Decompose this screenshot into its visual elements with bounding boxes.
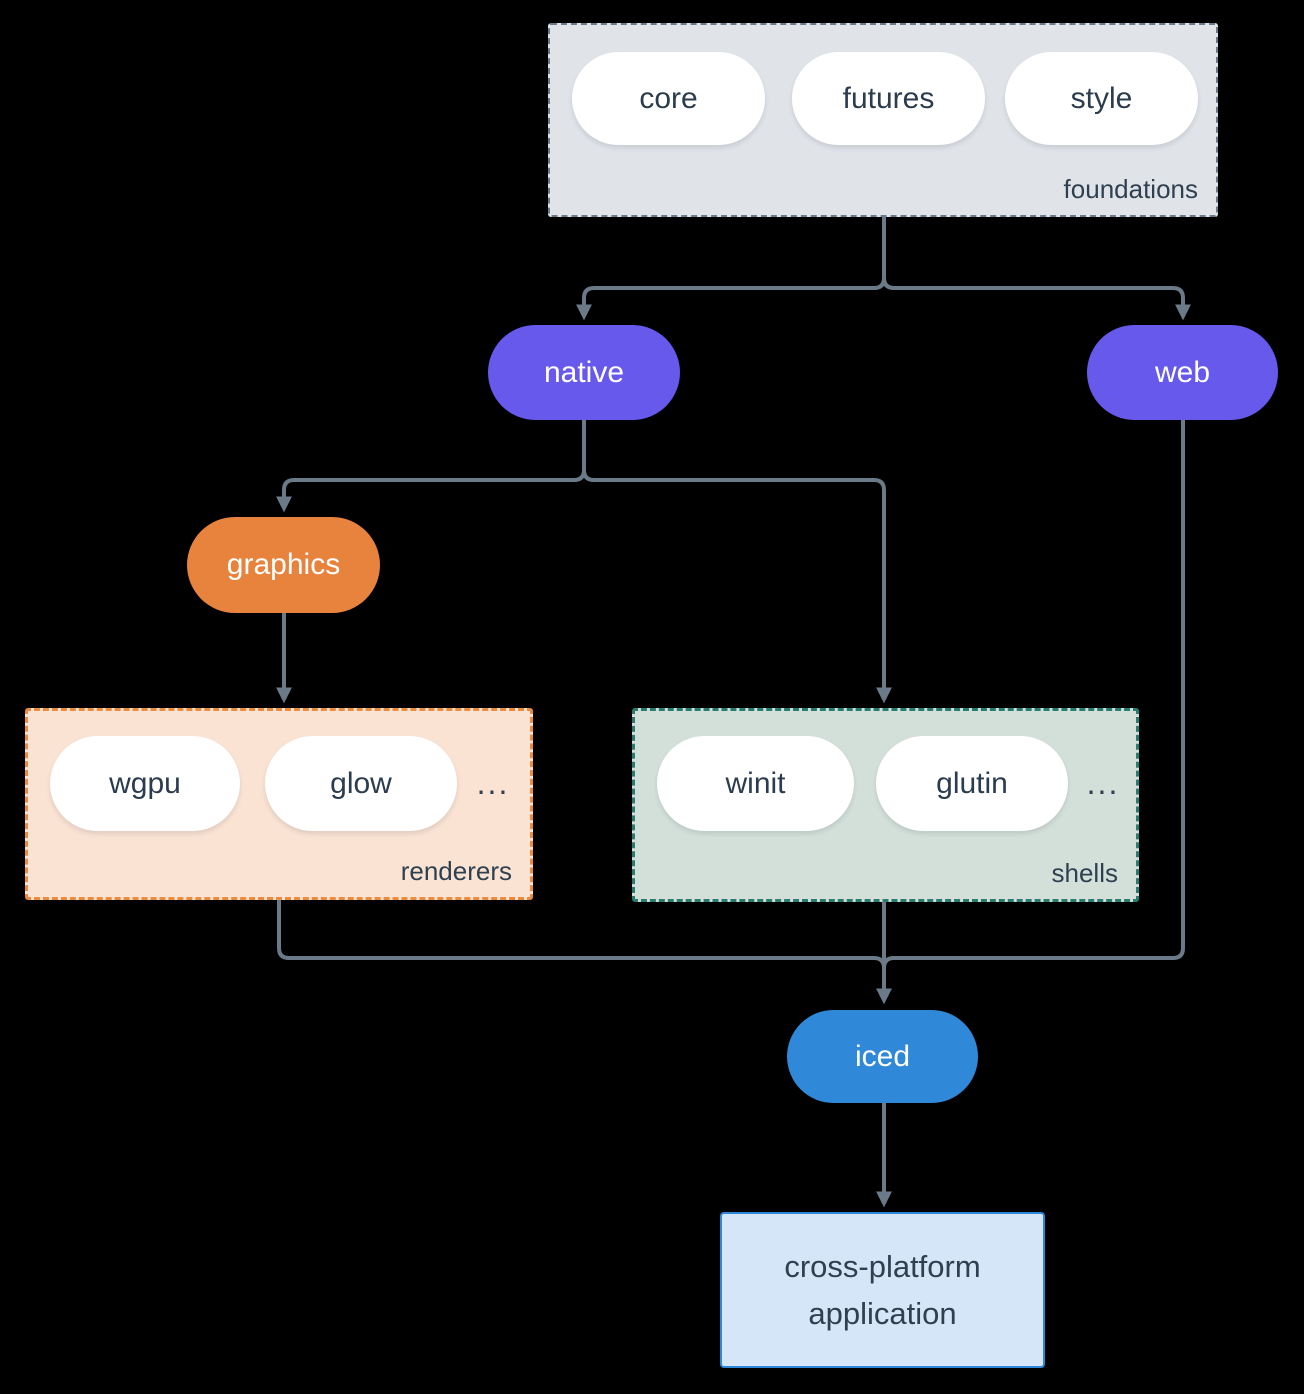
shells-label: shells <box>1051 858 1118 888</box>
edge-foundations-native <box>576 217 886 321</box>
node-graphics: graphics <box>187 517 380 613</box>
pill-glow: glow <box>265 736 457 831</box>
renderers-group: wgpu glow ... renderers <box>25 708 533 900</box>
pill-wgpu: wgpu <box>50 736 240 831</box>
node-iced: iced <box>787 1010 978 1103</box>
pill-winit: winit <box>657 736 854 831</box>
foundations-group: core futures style foundations <box>548 23 1218 217</box>
edge-renderers-iced <box>277 900 886 974</box>
node-web: web <box>1087 325 1278 420</box>
pill-glutin: glutin <box>876 736 1068 831</box>
renderers-ellipsis: ... <box>476 765 510 801</box>
application-box: cross-platform application <box>720 1212 1045 1368</box>
renderers-label: renderers <box>400 856 512 886</box>
pill-core: core <box>572 52 765 145</box>
shells-ellipsis: ... <box>1086 765 1120 801</box>
edge-native-shells <box>582 420 892 704</box>
edge-foundations-web <box>882 217 1191 321</box>
shells-group: winit glutin ... shells <box>632 708 1139 902</box>
node-native: native <box>488 325 680 420</box>
application-label-line1: cross-platform <box>784 1249 981 1284</box>
application-label-line2: application <box>808 1296 957 1331</box>
pill-futures: futures <box>792 52 985 145</box>
pill-style: style <box>1005 52 1198 145</box>
foundations-label: foundations <box>1063 174 1198 204</box>
edge-native-graphics <box>276 420 586 513</box>
